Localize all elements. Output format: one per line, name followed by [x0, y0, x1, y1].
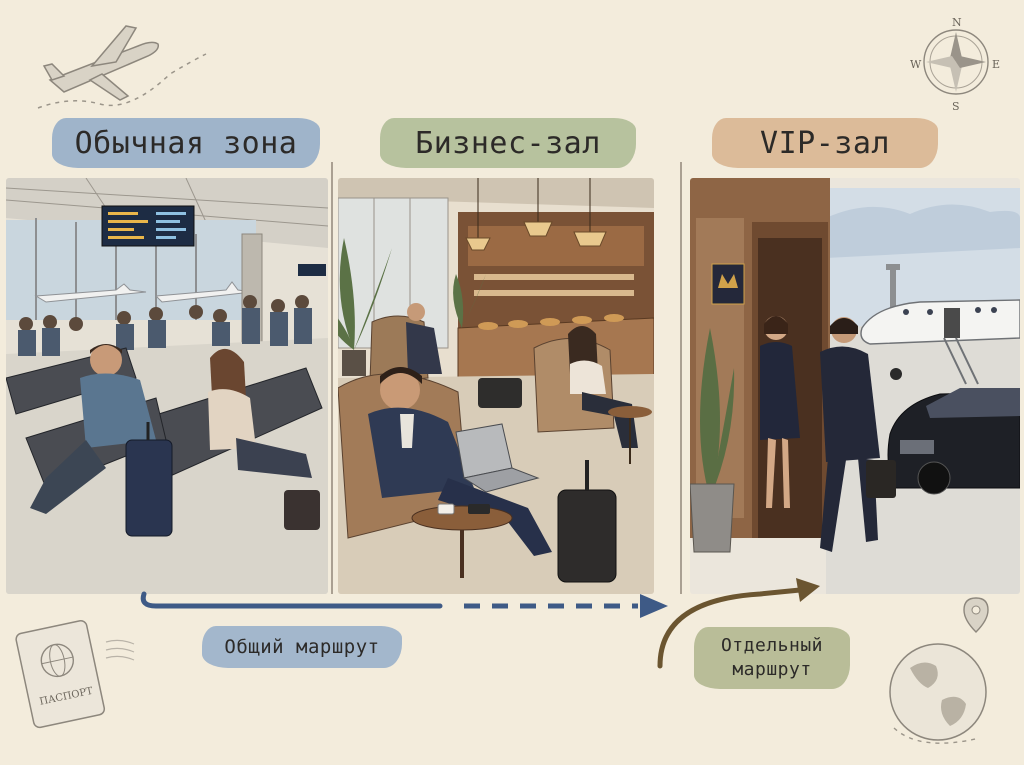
- route-label-common: Общий маршрут: [202, 626, 402, 668]
- section-title-business: Бизнес-зал: [380, 118, 636, 168]
- compass-west-label: W: [910, 58, 922, 71]
- compass-north-label: N: [952, 16, 962, 29]
- airplane-icon: [37, 25, 207, 109]
- section-title-vip: VIP-зал: [712, 118, 938, 168]
- common-route-arrowhead-icon: [640, 594, 668, 618]
- globe-icon: [889, 597, 989, 744]
- crown-sign-icon: [711, 263, 745, 305]
- section-title-business-text: Бизнес-зал: [415, 125, 601, 161]
- route-label-separate-line2: маршрут: [732, 659, 812, 680]
- vip-lounge-illustration: [690, 178, 1020, 594]
- separate-route-arrowhead-icon: [796, 578, 820, 602]
- section-title-vip-text: VIP-зал: [760, 125, 890, 161]
- section-divider: [680, 162, 682, 594]
- section-title-standard-text: Обычная зона: [74, 125, 298, 161]
- map-pin-icon: [963, 597, 989, 633]
- route-label-common-text: Общий маршрут: [224, 636, 380, 658]
- route-label-separate-line1: Отдельный: [720, 635, 824, 656]
- common-route-arrow-line: [140, 591, 443, 609]
- section-divider: [331, 162, 333, 594]
- route-arrows: [140, 578, 820, 669]
- compass-east-label: E: [992, 58, 1000, 71]
- separate-route-arrow-line: [657, 587, 803, 669]
- passport-icon: ПАСПОРТ: [15, 620, 135, 729]
- route-label-separate: Отдельный маршрут: [694, 627, 850, 689]
- business-lounge-illustration: [338, 178, 654, 594]
- compass-rose-icon: N E S W: [910, 16, 1000, 113]
- section-title-standard: Обычная зона: [52, 118, 320, 168]
- compass-south-label: S: [952, 100, 960, 113]
- standard-zone-illustration: [6, 178, 328, 594]
